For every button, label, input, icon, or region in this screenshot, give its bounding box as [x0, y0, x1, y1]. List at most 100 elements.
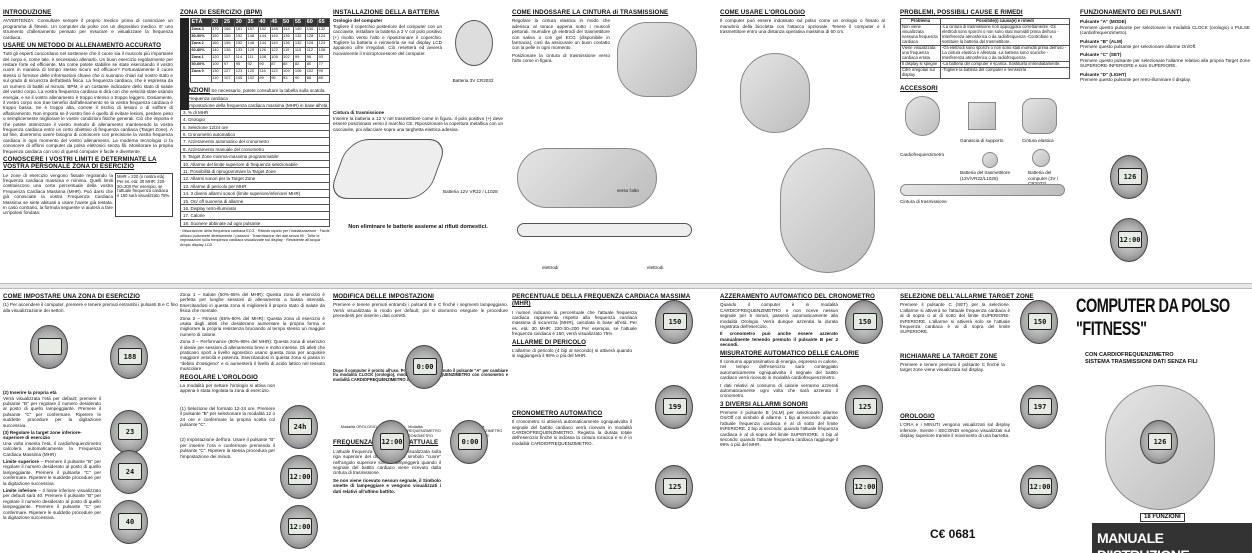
- watch-display: 12:00: [1118, 231, 1142, 248]
- conoscere-text: Le zone di esercizio vengono fissate reg…: [3, 172, 113, 216]
- watch-illustration: 12:00: [1020, 465, 1058, 509]
- watch-illustration: 12:00: [1110, 218, 1148, 262]
- crono-title: CRONOMETRO AUTOMATICO: [512, 409, 603, 417]
- watch-illustration: 126: [1110, 155, 1148, 199]
- watch-illustration: 12:00: [280, 455, 318, 499]
- acc-ganascia-img: [968, 102, 996, 131]
- funzioni-item: 18. Suonere abbinate ad ogni pulsante: [180, 219, 330, 228]
- conoscere-title: CONOSCERE I VOSTRI LIMITI E DETERMINATE …: [3, 155, 157, 171]
- regolare-title: REGOLARE L'OROLOGIO: [180, 373, 258, 381]
- mhr-formula-box: MHR = 220 (o nostra età) Per es. età: 30…: [115, 172, 173, 217]
- funzioni-item: 2. Impostazione della frequenza cardiaca…: [180, 101, 330, 109]
- funzioni-item: 16. Display retro-illuminato: [180, 204, 330, 213]
- pulsante-name: Pulsante "B" (ALM): [1080, 38, 1123, 44]
- limite-inf-title: Limite inferiore: [3, 488, 37, 494]
- watch-illustration: 199: [655, 385, 693, 429]
- acc-batt-comp-img: [1032, 149, 1050, 168]
- regolare-step-2: (2) Impostazione dell'ora. Usare il puls…: [180, 437, 275, 459]
- funzioni-footnotes: · Misurazione della frequenza cardiaca E…: [180, 229, 330, 247]
- problemi-row: Viene visualizzata una frequenza cardiac…: [900, 45, 1070, 62]
- impostare-2-title: (2) Inserire la propria età: [3, 390, 57, 396]
- pulsante-text: Premere questo pulsante per retro-illumi…: [1080, 76, 1191, 82]
- crono-text: Il cronometro si attiverà automaticament…: [512, 419, 632, 446]
- calorie-text: Il consumo approssimativo di energia, es…: [720, 358, 838, 381]
- acc-cintura-el-label: Cintura elastica: [1022, 138, 1054, 144]
- watch-illustration: 197: [1020, 385, 1058, 429]
- watch-display: 150: [853, 313, 877, 330]
- limite-sup-text: – Premere il pulsante "B" per regolare i…: [3, 459, 101, 486]
- usare-orologio-text: Il computer può essere indossato sul pol…: [720, 18, 885, 35]
- funzioni-item: 3. % di MHR: [180, 108, 330, 117]
- acc-batt-tras-label: Batteria del trasmettitore (12V/VR22/L10…: [960, 170, 1011, 181]
- usare-orologio-title: COME USARE L'OROLOGIO: [720, 9, 806, 16]
- problemi-table: Problema Possibile(i) causa(e) e rimedi …: [900, 18, 1070, 79]
- limite-sup-title: Limite superiore: [3, 459, 40, 464]
- pulsante-name: Pulsante "A" (MODE): [1080, 19, 1127, 25]
- watch-illustration: [30, 325, 68, 369]
- watch-illustration: 23: [110, 410, 148, 454]
- battery-warning: Non eliminare le batterie assieme ai rif…: [348, 223, 488, 230]
- watch-illustration: 0:00: [405, 345, 443, 389]
- cover-subtitle: CON CARDIOFREQUENZIMETRO SISTEMA TRASMIS…: [1085, 352, 1198, 365]
- watch-display: 188: [118, 348, 142, 365]
- acc-cintura-tras-label: Cintura di trasmissione: [900, 199, 947, 205]
- battery-3v-illustration: Batteria 3V CR2032: [445, 18, 503, 98]
- battery-12v-label: Batteria 12V VR22 / L1028: [443, 188, 498, 194]
- watch-display: 12:00: [288, 518, 312, 535]
- usare-metodo-text: Tutti gli esperti concordano nel sostene…: [3, 51, 173, 154]
- watch-display: 24h: [288, 418, 312, 435]
- watch-display: 197: [1028, 398, 1052, 415]
- batteria-title: INSTALLAZIONE DELLA BATTERIA: [333, 9, 440, 16]
- funzioni-title: FUNZIONI: [180, 86, 211, 94]
- strap-front-illustration: [517, 148, 657, 208]
- acc-cintura-tras-img: [900, 184, 1065, 197]
- impostare-title: COME IMPOSTARE UNA ZONA DI ESERCIZIO: [3, 293, 141, 300]
- battery-3v-label: Batteria 3V CR2032: [452, 78, 494, 84]
- watch-wrist-illustration: [740, 53, 810, 133]
- problemi-column: PROBLEMI, POSSIBILI CAUSE E RIMEDI Probl…: [900, 8, 1070, 280]
- impostare-2-text: Verrà visualizzata l'età per default; pr…: [3, 395, 101, 428]
- watch-display: 125: [853, 398, 877, 415]
- problemi-row: Cifre irregolari sul display-Togliere la…: [900, 66, 1070, 79]
- page-fold: [0, 283, 1252, 289]
- funzioni-item: 11. Possibilità di riprogrammare la Targ…: [180, 168, 330, 176]
- modifica-column: MODIFICA DELLE IMPOSTAZIONI Premere e te…: [333, 292, 508, 552]
- intro-text: AVVERTENZA: Consultare sempre il proprio…: [3, 18, 173, 40]
- cintura-text: Inserire la batteria a 12 V nel trasmett…: [333, 115, 503, 132]
- funzioni-item: 15. On/ off suoneria di allarme: [180, 197, 330, 205]
- percentuale-column: PERCENTUALE DELLA FREQUENZA CARDIACA MAS…: [512, 292, 702, 552]
- accessori-title: ACCESSORI: [900, 84, 938, 92]
- watch-illustration: 12:00: [845, 465, 883, 509]
- funzioni-item: 9. Target Zone minima-massima programmab…: [180, 153, 330, 161]
- limite-inf-text: – Il limite inferiore visualizzato per d…: [3, 488, 101, 521]
- ce-mark: C€ 0681: [930, 527, 976, 541]
- indossare-text2: Posizionare la cintura di trasmissione v…: [512, 52, 610, 64]
- orologio-computer-text: Togliere il coperchio posteriore del com…: [333, 23, 442, 56]
- watch-display: 40: [118, 513, 142, 530]
- funzioni-item: 10. Allarme del limite superiore di freq…: [180, 160, 330, 169]
- watch-illustration: 0:00: [450, 420, 488, 464]
- funzioni-item: 13. Allarme di pericolo per MHR: [180, 182, 330, 191]
- intro-title: INTRODUZIONE: [3, 9, 52, 16]
- orologio-title: OROLOGIO: [900, 412, 935, 420]
- modifica-text: Premere e tenere premuti entrambi i puls…: [333, 302, 508, 319]
- watch-illustration: 24h: [280, 405, 318, 449]
- percentuale-title: PERCENTUALE DELLA FREQUENZA CARDIACA MAS…: [512, 293, 691, 308]
- watch-illustration: 150: [655, 300, 693, 344]
- indossare-text: Regolare la cintura elastica in modo che…: [512, 18, 610, 51]
- zona3-text: Zona 3 – Performance (80%-95% del MHR): …: [180, 339, 325, 372]
- zona2-text: Zona 2 – Fitness (65%-80% del MHR): Ques…: [180, 315, 325, 337]
- orologio-computer-sub: Orologio del computer: [333, 18, 383, 24]
- watch-display: 12:00: [853, 478, 877, 495]
- richiamare-text: Premere e tenere premuto il pulsante C f…: [900, 362, 1005, 373]
- modifica-title: MODIFICA DELLE IMPOSTAZIONI: [333, 293, 435, 300]
- zone-desc-column: Zona 1 – Salute (50%-65% del MHR): Quest…: [180, 292, 325, 552]
- elettrodi-label-2: elettrodi: [647, 265, 664, 270]
- watch-illustration: 126: [1140, 420, 1178, 464]
- indossare-column: COME INDOSSARE LA CINTURA di TRASMISSION…: [512, 8, 702, 280]
- azzeramento-bold: Il cronometro può anche essere azzerato …: [720, 331, 838, 348]
- mod-orologio-label: Modalità OROLOGIO: [340, 425, 377, 430]
